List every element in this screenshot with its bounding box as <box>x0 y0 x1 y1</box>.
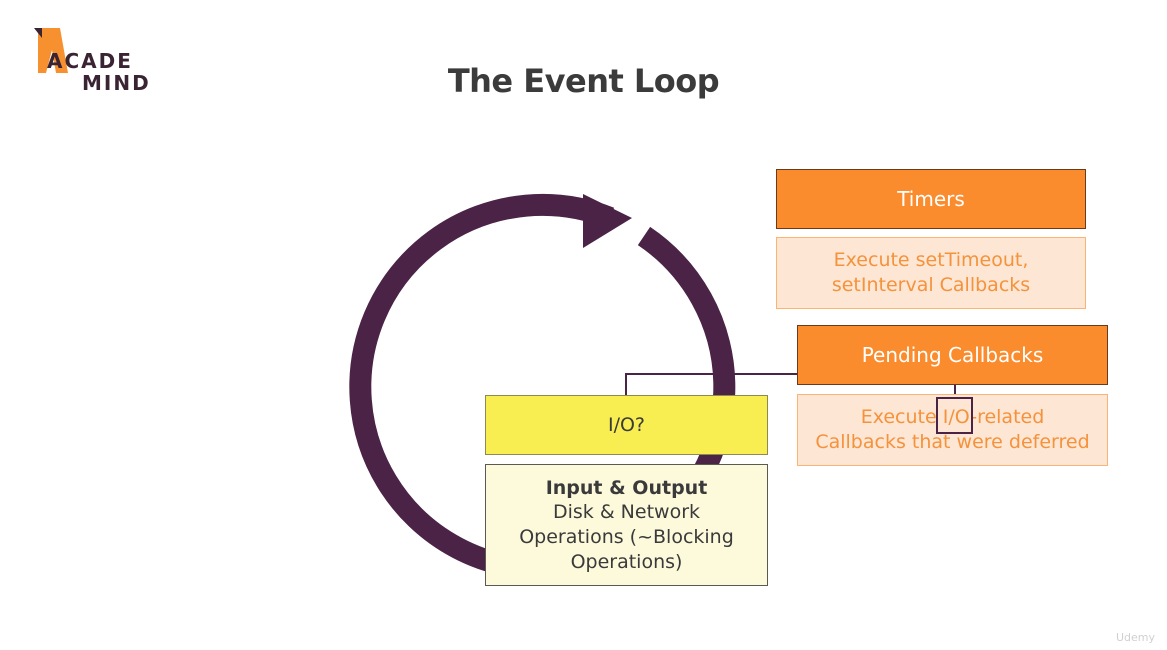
timers-desc-line2: setInterval Callbacks <box>831 274 1031 296</box>
pending-desc-line2: Callbacks that were deferred <box>815 431 1090 453</box>
timers-desc-line1: Execute setTimeout, <box>833 249 1029 272</box>
academind-logo: ACADE MIND <box>30 24 160 104</box>
logo-mark-icon <box>34 28 68 73</box>
timers-title: Timers <box>897 187 965 211</box>
logo-text-acade: ACADE <box>47 49 133 73</box>
io-desc-heading: Input & Output <box>545 476 708 499</box>
pending-callbacks-description-box: Execute I/O-related Callbacks that were … <box>797 394 1108 466</box>
io-desc-line3: Operations) <box>570 550 683 573</box>
pending-callbacks-box: Pending Callbacks <box>797 325 1108 385</box>
io-title: I/O? <box>607 413 646 436</box>
io-box: I/O? <box>485 395 768 455</box>
timers-description-box: Execute setTimeout, setInterval Callback… <box>776 237 1086 309</box>
io-description-box: Input & Output Disk & Network Operations… <box>485 464 768 586</box>
io-desc-line1: Disk & Network <box>552 501 701 524</box>
loop-arrowhead-icon <box>583 194 632 248</box>
logo-text-mind: MIND <box>82 71 151 95</box>
udemy-watermark: Udemy <box>1115 631 1155 644</box>
pending-title: Pending Callbacks <box>861 343 1044 367</box>
io-desc-line2: Operations (~Blocking <box>519 526 734 548</box>
slide-title: The Event Loop <box>447 62 720 100</box>
timers-box: Timers <box>776 169 1086 229</box>
pending-desc-line1: Execute I/O-related <box>860 406 1045 429</box>
